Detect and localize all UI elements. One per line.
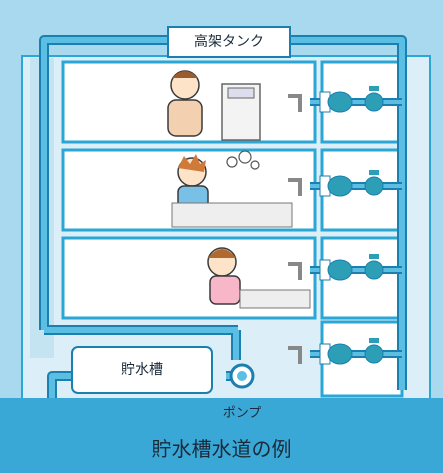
valve-icon <box>364 260 384 280</box>
bubbles-icon <box>226 150 260 170</box>
counter <box>239 289 311 309</box>
fixture-row-1 <box>288 338 384 365</box>
valve-icon <box>364 92 384 112</box>
worker-figure <box>167 70 203 137</box>
valve-icon <box>364 344 384 364</box>
washing-machine-icon <box>221 83 261 141</box>
girl-figure <box>207 247 241 305</box>
ground <box>0 398 443 473</box>
sink-counter <box>171 202 293 228</box>
fixture-row-4 <box>288 86 384 113</box>
fixture-row-3 <box>288 170 384 197</box>
pipe-branches <box>310 100 402 356</box>
faucet-icon <box>288 178 302 196</box>
faucet-icon <box>288 94 302 112</box>
storage-label: 貯水槽 <box>121 362 163 378</box>
child-figure <box>177 154 209 209</box>
tank-box <box>167 26 291 58</box>
pump-icon <box>229 363 255 389</box>
pump-label: ポンプ <box>222 406 262 421</box>
tank-label: 高架タンク <box>194 34 264 50</box>
water-meter-icon <box>327 259 353 281</box>
fixtures <box>288 86 384 365</box>
caption: 貯水槽水道の例 <box>151 437 292 461</box>
fixture-row-2 <box>288 254 384 281</box>
faucet-icon <box>288 262 302 280</box>
storage-tank <box>71 346 213 394</box>
water-meter-icon <box>327 175 353 197</box>
faucet-icon <box>288 346 302 364</box>
water-meter-icon <box>327 91 353 113</box>
valve-icon <box>364 176 384 196</box>
water-meter-icon <box>327 343 353 365</box>
